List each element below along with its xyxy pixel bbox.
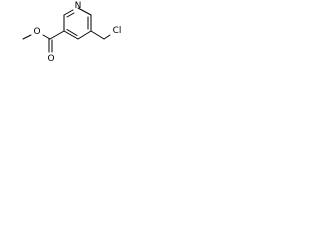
- bond-c3-c4: [77, 30, 92, 40]
- bond-carbonyl-ester-o: [42, 34, 51, 40]
- bond-c4-c5: [63, 30, 79, 40]
- bond-n-c2: [77, 7, 92, 16]
- bond-ring-carbonyl: [49, 30, 65, 40]
- bond-ch2-cl: [103, 34, 111, 40]
- ester-oxygen-label: O: [33, 27, 40, 37]
- bond-ring-ch2: [90, 30, 105, 40]
- bond-c6-n-inner: [66, 12, 75, 18]
- carbonyl-oxygen-label: O: [47, 54, 54, 64]
- chloromethyl-group: [90, 30, 111, 40]
- bond-c6-n: [63, 9, 74, 16]
- structure-canvas: N O O Cl: [0, 0, 130, 73]
- bond-c4-c5-inner: [66, 29, 78, 36]
- nitrogen-label: N: [75, 1, 82, 11]
- methyl-ester-group: [22, 30, 65, 53]
- bond-ester-o-methyl: [22, 34, 32, 40]
- chlorine-label: Cl: [113, 26, 122, 36]
- pyridine-ring: [63, 7, 92, 40]
- chemical-structure-drawing: N O O Cl: [22, 1, 122, 64]
